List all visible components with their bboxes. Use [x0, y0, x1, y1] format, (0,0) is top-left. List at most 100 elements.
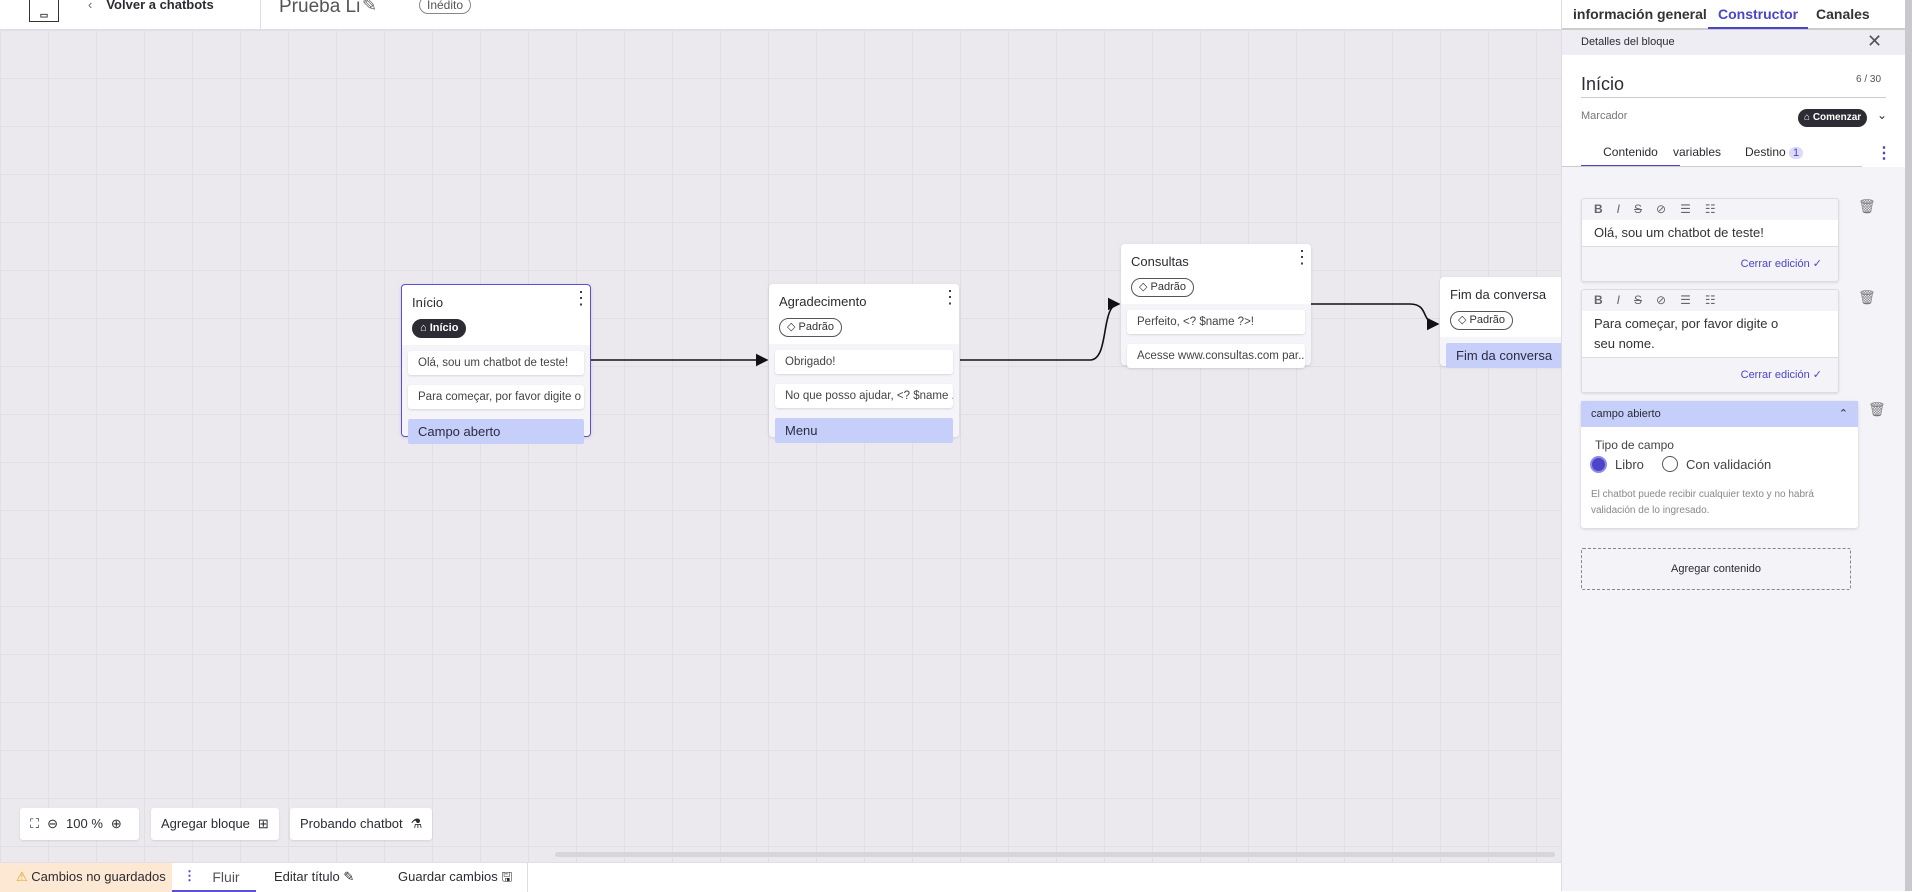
test-chatbot-button[interactable]: Probando chatbot⚗	[290, 808, 433, 840]
tag-badge: ◇ Padrão	[779, 318, 842, 337]
editor-text[interactable]: Olá, sou um chatbot de teste!	[1582, 220, 1838, 247]
divider	[527, 863, 528, 892]
warning-icon: ⚠	[16, 869, 28, 884]
marker-select[interactable]: ⌂ Comenzar	[1798, 109, 1868, 127]
count-badge: 1	[1789, 147, 1804, 159]
back-button[interactable]: ‹ Volver a chatbots	[88, 0, 214, 12]
numbered-list-icon[interactable]: ☷	[1704, 202, 1716, 216]
flask-icon: ⚗	[410, 816, 423, 831]
bullet-list-icon[interactable]: ☰	[1680, 293, 1691, 307]
more-icon[interactable]: ⋮	[572, 288, 590, 308]
char-count: 6 / 30	[1856, 74, 1882, 85]
strikethrough-icon[interactable]: S	[1634, 293, 1643, 307]
message-item[interactable]: Olá, sou um chatbot de teste!	[408, 351, 584, 375]
tab-constructor[interactable]: Constructor	[1708, 6, 1809, 29]
home-icon: ⌂	[420, 322, 430, 334]
home-icon: ⌂	[1804, 112, 1813, 123]
tag-icon: ◇	[1139, 281, 1151, 293]
open-field-card: campo abierto⌃ Tipo de campo Libro Con v…	[1581, 401, 1858, 528]
bold-icon[interactable]: B	[1594, 202, 1603, 216]
edit-title-button[interactable]: Editar título ✎	[274, 869, 355, 884]
horizontal-scrollbar[interactable]	[555, 852, 1555, 857]
radio-libro[interactable]: Libro	[1590, 456, 1644, 473]
message-item[interactable]: Obrigado!	[775, 350, 953, 374]
top-bar: ▭ ‹ Volver a chatbots Prueba Li ✎ Inédit…	[0, 0, 1561, 30]
numbered-list-icon[interactable]: ☷	[1704, 293, 1716, 307]
message-item[interactable]: No que posso ajudar, <? $name ...	[775, 384, 953, 408]
more-icon[interactable]: ⋮	[183, 868, 196, 883]
add-block-icon: ⊞	[257, 816, 269, 831]
editor-text[interactable]: Para começar, por favor digite o seu nom…	[1582, 311, 1838, 358]
tag-badge: ◇ Padrão	[1450, 311, 1513, 330]
italic-icon[interactable]: I	[1616, 202, 1621, 216]
chevron-left-icon: ‹	[88, 0, 93, 12]
strikethrough-icon[interactable]: S	[1634, 202, 1643, 216]
block-name-input[interactable]: Início	[1581, 74, 1886, 98]
zoom-level: 100 %	[66, 816, 103, 831]
tab-flow[interactable]: Fluir	[172, 863, 256, 892]
close-edit-button[interactable]: Cerrar edición ✓	[1740, 369, 1822, 381]
link-icon[interactable]: ⊘	[1656, 202, 1667, 216]
menu-item[interactable]: Menu	[775, 418, 953, 443]
divider	[260, 0, 261, 30]
add-content-button[interactable]: Agregar contenido	[1581, 548, 1851, 590]
chevron-down-icon[interactable]: ⌄	[1877, 108, 1888, 122]
unsaved-changes-status: ⚠ Cambios no guardados	[0, 863, 172, 892]
tab-channels[interactable]: Canales	[1816, 6, 1870, 22]
message-item[interactable]: Acesse www.consultas.com par...	[1127, 344, 1305, 368]
message-item[interactable]: Para começar, por favor digite o ...	[408, 385, 584, 409]
flow-canvas[interactable]: Início ⋮ ⌂ Início Olá, sou um chatbot de…	[0, 30, 1561, 862]
radio-con-validacion[interactable]: Con validación	[1662, 456, 1771, 472]
tab-destination[interactable]: Destino 1	[1745, 145, 1804, 159]
bottom-bar: ⚠ Cambios no guardados ⋮ Fluir Editar tí…	[0, 862, 1561, 892]
add-block-button[interactable]: Agregar bloque⊞	[151, 808, 279, 840]
chatbot-name: Prueba Li	[279, 0, 361, 17]
link-icon[interactable]: ⊘	[1656, 293, 1667, 307]
trash-icon[interactable]: 🗑	[1858, 198, 1876, 214]
block-fim-da-conversa[interactable]: Fim da conversa ◇ Padrão Fim da conversa	[1440, 277, 1561, 368]
close-icon[interactable]: ✕	[1867, 31, 1883, 51]
block-inicio[interactable]: Início ⋮ ⌂ Início Olá, sou um chatbot de…	[401, 284, 591, 444]
end-item[interactable]: Fim da conversa	[1446, 343, 1561, 368]
save-changes-button[interactable]: Guardar cambios 🖫	[398, 869, 513, 884]
status-badge: Inédito	[419, 0, 472, 14]
save-icon: 🖫	[501, 869, 513, 884]
tag-icon: ◇	[787, 321, 799, 333]
tag-badge: ◇ Padrão	[1131, 278, 1194, 297]
fit-screen-icon[interactable]: ⛶	[30, 816, 40, 831]
panel-header: Detalles del bloque ✕	[1562, 30, 1906, 55]
edit-name-icon[interactable]: ✎	[362, 0, 378, 15]
more-icon[interactable]: ⋮	[941, 287, 959, 307]
connections	[591, 297, 1440, 367]
chevron-up-icon: ⌃	[1838, 408, 1848, 420]
edge-consultas-fim	[1311, 303, 1440, 331]
message-item[interactable]: Perfeito, <? $name ?>!	[1127, 310, 1305, 334]
trash-icon[interactable]: 🗑	[1858, 289, 1876, 305]
italic-icon[interactable]: I	[1616, 293, 1621, 307]
bullet-list-icon[interactable]: ☰	[1680, 202, 1691, 216]
tab-content[interactable]: Contenido	[1581, 145, 1680, 167]
more-icon[interactable]: ⋮	[1876, 145, 1892, 162]
edge-agradecimento-consultas	[960, 297, 1121, 361]
close-edit-button[interactable]: Cerrar edición ✓	[1740, 258, 1822, 270]
zoom-controls: ⛶ ⊖ 100 % ⊕	[20, 808, 139, 840]
logo: ▭	[29, 0, 59, 22]
more-icon[interactable]: ⋮	[1293, 247, 1311, 267]
zoom-in-icon[interactable]: ⊕	[110, 816, 122, 831]
open-field-item[interactable]: Campo aberto	[408, 419, 584, 444]
trash-icon[interactable]: 🗑	[1868, 401, 1886, 417]
open-field-header[interactable]: campo abierto⌃	[1581, 401, 1858, 427]
vertical-scrollbar[interactable]	[1905, 0, 1912, 891]
block-consultas[interactable]: Consultas ⋮ ◇ Padrão Perfeito, <? $name …	[1121, 244, 1311, 368]
block-agradecimento[interactable]: Agradecimento ⋮ ◇ Padrão Obrigado! No qu…	[769, 284, 959, 443]
panel-tabs	[1562, 0, 1906, 30]
tab-variables[interactable]: variables	[1673, 145, 1722, 159]
bold-icon[interactable]: B	[1594, 293, 1603, 307]
tag-badge: ⌂ Início	[412, 319, 467, 338]
zoom-out-icon[interactable]: ⊖	[47, 816, 59, 831]
tab-general-info[interactable]: información general	[1573, 6, 1707, 22]
